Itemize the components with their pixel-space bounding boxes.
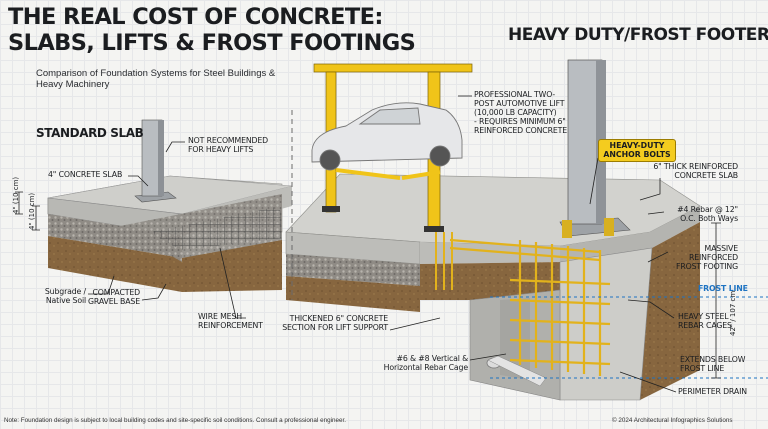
dimension-slab-thickness: 4" (10 cm): [12, 176, 20, 214]
car-illustration: [311, 102, 463, 171]
label-extends-below: EXTENDS BELOW FROST LINE: [680, 355, 746, 373]
dimension-footing-depth: 42" / 107 cm: [729, 290, 737, 336]
label-subgrade: Subgrade / Native Soil: [44, 287, 86, 305]
label-gravel-base: COMPACTED GRAVEL BASE: [88, 288, 140, 306]
page-subtitle: Comparison of Foundation Systems for Ste…: [36, 68, 276, 90]
label-wire-mesh: WIRE MESH REINFORCEMENT: [198, 312, 263, 330]
footer-note: Note: Foundation design is subject to lo…: [4, 417, 346, 424]
heavy-duty-title: HEAVY DUTY/FROST FOOTER: [508, 25, 768, 45]
label-rebar-cages: HEAVY STEEL REBAR CAGES: [678, 312, 732, 330]
standard-slab-drawing: [47, 175, 293, 292]
standard-slab-title: STANDARD SLAB: [36, 126, 144, 140]
anchor-bolts-badge: HEAVY-DUTY ANCHOR BOLTS: [598, 139, 676, 162]
label-rebar-spacing: #4 Rebar @ 12" O.C. Both Ways: [677, 205, 738, 223]
label-frost-footing: MASSIVE REINFORCED FROST FOOTING: [676, 244, 738, 271]
dimension-gravel-thickness: 4" (10 cm): [28, 192, 36, 230]
label-lift: PROFESSIONAL TWO- POST AUTOMOTIVE LIFT (…: [474, 90, 568, 135]
label-perimeter-drain: PERIMETER DRAIN: [678, 387, 747, 396]
footer-copyright: © 2024 Architectural Infographics Soluti…: [612, 417, 733, 424]
label-reinforced-slab: 6" THICK REINFORCED CONCRETE SLAB: [653, 162, 738, 180]
steel-post-small: [134, 119, 177, 203]
label-not-recommended: NOT RECOMMENDED FOR HEAVY LIFTS: [188, 136, 269, 154]
label-rebar-cage: #6 & #8 Vertical & Horizontal Rebar Cage: [383, 354, 469, 372]
label-concrete-slab: 4" CONCRETE SLAB: [48, 170, 123, 179]
title-line-1: THE REAL COST OF CONCRETE:: [8, 4, 383, 30]
title-line-2: SLABS, LIFTS & FROST FOOTINGS: [8, 30, 416, 56]
label-thickened-section: THICKENED 6" CONCRETE SECTION FOR LIFT S…: [282, 314, 388, 332]
label-frost-line: FROST LINE: [698, 284, 748, 293]
page-title: THE REAL COST OF CONCRETE: SLABS, LIFTS …: [8, 4, 416, 56]
frost-footing-drawing: [420, 222, 700, 401]
